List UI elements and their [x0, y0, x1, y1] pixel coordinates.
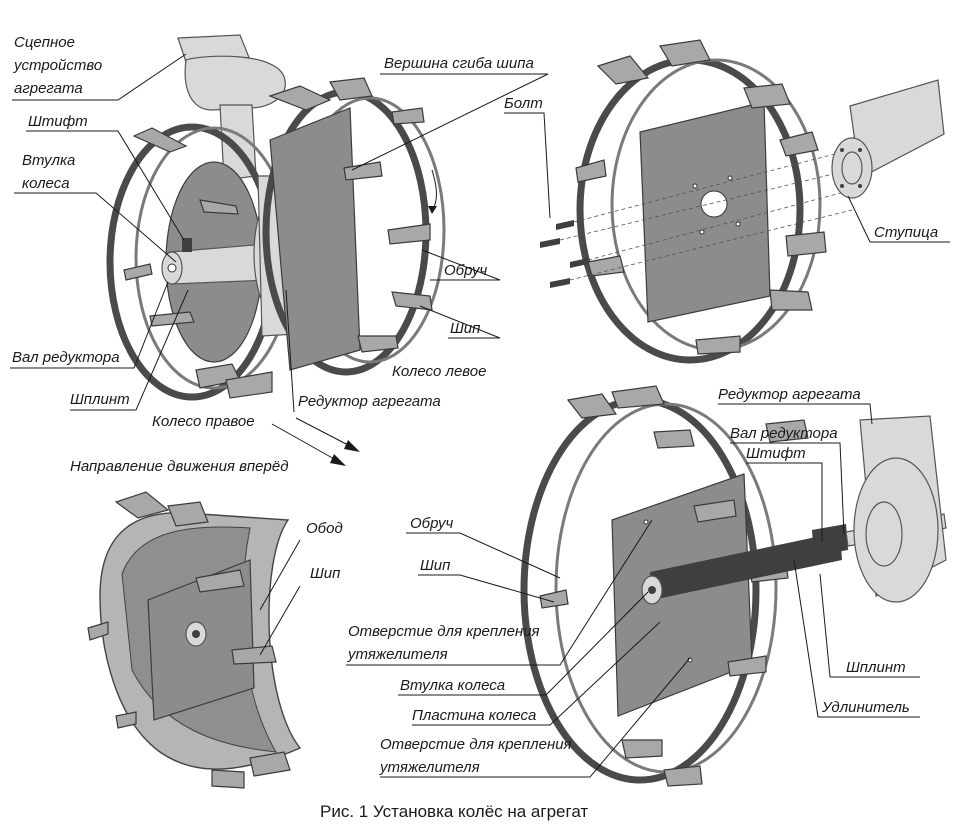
- extender-label: Удлинитель: [821, 699, 910, 716]
- rim-label-bottom-left: Обод: [306, 520, 343, 537]
- hitch-label-1: Сцепное: [14, 34, 75, 51]
- gearbox-label-top-left: Редуктор агрегата: [298, 393, 441, 410]
- spike-label-bottom-right: Шип: [420, 557, 450, 574]
- weight-hole-label-1b: утяжелителя: [347, 646, 448, 663]
- bushing-label-top-left-2: колеса: [22, 175, 70, 192]
- caption-text: Установка колёс на агрегат: [373, 802, 588, 821]
- top-left-assembly: [106, 34, 446, 401]
- top-right-spikes: [575, 39, 827, 355]
- top-right-assembly: [540, 39, 945, 364]
- hitch-label-3: агрегата: [14, 80, 83, 97]
- left-wheel: [262, 77, 446, 376]
- hub: [831, 79, 945, 199]
- cotter-label-bottom-right: Шплинт: [846, 659, 906, 676]
- gearbox-right: [853, 415, 947, 603]
- shaft-label-bottom-right: Вал редуктора: [730, 425, 838, 442]
- hitch-label-2: устройство: [13, 57, 102, 74]
- bend-top-label: Вершина сгиба шипа: [384, 55, 534, 72]
- bolts: [540, 149, 853, 288]
- hoop-label-top-left: Обруч: [444, 262, 487, 279]
- bottom-right-assembly: [520, 385, 947, 787]
- left-wheel-label: Колесо левое: [392, 363, 486, 380]
- gearbox-shaft-left: [161, 238, 269, 285]
- direction-arrows: [271, 417, 360, 466]
- figure-caption: Рис. 1 Установка колёс на агрегат: [320, 802, 588, 821]
- shaft-label-top-left: Вал редуктора: [12, 349, 120, 366]
- pin-label-bottom-right: Штифт: [746, 445, 806, 462]
- labels: Сцепное устройство агрегата Штифт Втулка…: [12, 34, 938, 776]
- bushing-label-top-left-1: Втулка: [22, 152, 75, 169]
- bolt-label: Болт: [504, 95, 543, 112]
- caption-prefix: Рис. 1: [320, 802, 368, 821]
- bushing-label-bottom-right: Втулка колеса: [400, 677, 505, 694]
- weight-hole-label-1a: Отверстие для крепления: [348, 623, 540, 640]
- gearbox-label-bottom-right: Редуктор агрегата: [718, 386, 861, 403]
- pin-label-top-left: Штифт: [28, 113, 88, 130]
- direction-label: Направление движения вперёд: [70, 458, 289, 475]
- bottom-right-spikes: [539, 385, 809, 787]
- hub-label: Ступица: [874, 224, 938, 241]
- hoop-label-bottom-right: Обруч: [410, 515, 453, 532]
- cotter-label-top-left: Шплинт: [70, 391, 130, 408]
- bottom-left-wheel: [87, 491, 302, 789]
- plate-label-bottom-right: Пластина колеса: [412, 707, 536, 724]
- hitch-device: [177, 34, 286, 181]
- right-wheel-label: Колесо правое: [152, 413, 255, 430]
- right-wheel: [106, 123, 294, 401]
- weight-hole-label-2a: Отверстие для крепления: [380, 736, 572, 753]
- leader-lines: [10, 53, 950, 778]
- weight-hole-label-2b: утяжелителя: [379, 759, 480, 776]
- spike-label-bottom-left: Шип: [310, 565, 340, 582]
- spike-label-top-left: Шип: [450, 320, 480, 337]
